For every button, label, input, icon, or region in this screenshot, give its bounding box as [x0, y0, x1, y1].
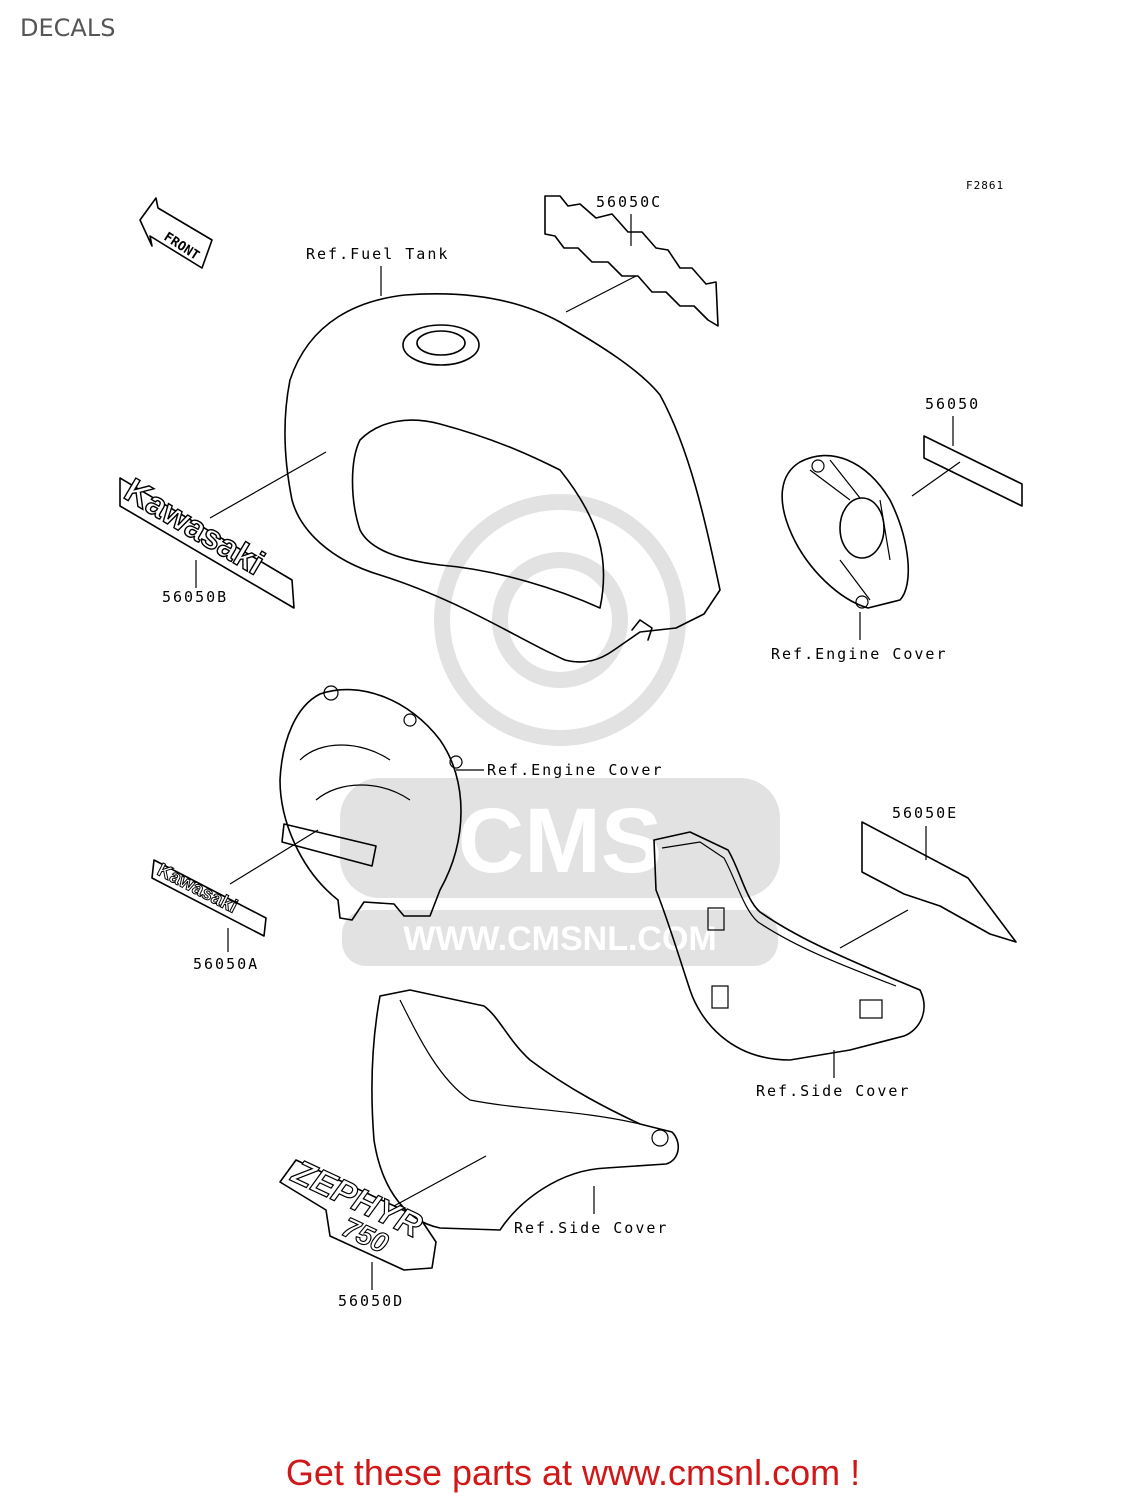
decal-56050c: [544, 195, 719, 327]
label-56050a: 56050A: [193, 955, 259, 973]
label-ref-engine-cover-left: Ref.Engine Cover: [487, 761, 664, 779]
fuel-tank: [284, 292, 721, 663]
decal-56050: [923, 435, 1023, 507]
decal-kawasaki-small: Kawasaki: [154, 860, 241, 918]
decal-56050d: ZEPHYR 750: [279, 1152, 437, 1271]
figure-code: F2861: [966, 179, 1004, 192]
engine-cover-left: [279, 685, 463, 921]
side-cover-right: [653, 831, 925, 1061]
engine-cover-right: [781, 454, 910, 609]
label-ref-side-cover-right: Ref.Side Cover: [756, 1082, 910, 1100]
decal-56050a: Kawasaki: [151, 859, 267, 937]
page-title: DECALS: [20, 14, 116, 42]
watermark-brand: CMS: [458, 790, 662, 892]
decal-56050e: [861, 821, 1017, 943]
label-ref-engine-cover-right: Ref.Engine Cover: [771, 645, 948, 663]
label-56050c: 56050C: [596, 193, 662, 211]
side-cover-left: [371, 989, 679, 1231]
watermark-url: WWW.CMSNL.COM: [403, 920, 717, 958]
watermark: CMS WWW.CMSNL.COM: [340, 494, 780, 966]
label-ref-fuel-tank: Ref.Fuel Tank: [306, 245, 449, 263]
decal-kawasaki-large: Kawasaki: [118, 471, 271, 583]
label-56050b: 56050B: [162, 588, 228, 606]
label-56050d: 56050D: [338, 1292, 404, 1310]
label-ref-side-cover-left: Ref.Side Cover: [514, 1219, 668, 1237]
label-56050: 56050: [925, 395, 980, 413]
front-arrow-icon: FRONT: [139, 197, 213, 269]
label-56050e: 56050E: [892, 804, 958, 822]
footer-link[interactable]: Get these parts at www.cmsnl.com !: [285, 1452, 861, 1493]
